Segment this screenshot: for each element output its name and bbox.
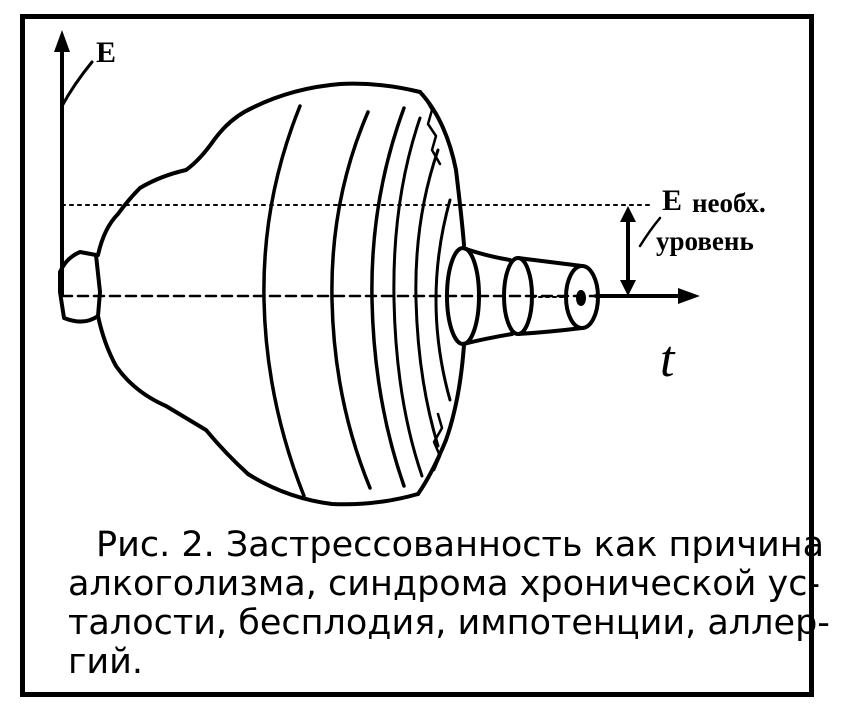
figure-caption: Рис. 2. Застрессованность как причина ал…: [68, 525, 830, 682]
axis-x-label: t: [660, 331, 675, 388]
caption-line: гий.: [68, 642, 144, 682]
level-label-letter: E: [662, 184, 683, 217]
level-label-line1: необх.: [692, 188, 766, 218]
drum-body: [58, 81, 466, 507]
caption-line: алкоголизма, синдрома хронической ус-: [68, 564, 821, 604]
level-label-line2: уровень: [656, 226, 754, 256]
level-arrowhead-down: [620, 280, 636, 296]
y-axis-label-tick: [60, 60, 94, 108]
y-axis-arrowhead: [54, 30, 70, 52]
caption-line: талости, бесплодия, импотенции, аллер-: [68, 603, 830, 643]
level-arrowhead-up: [620, 206, 636, 222]
caption-line: Рис. 2. Застрессованность как причина: [96, 525, 825, 565]
level-label-tick: [638, 216, 662, 248]
axis-y-label: E: [96, 36, 117, 69]
x-axis-arrowhead: [678, 288, 700, 304]
